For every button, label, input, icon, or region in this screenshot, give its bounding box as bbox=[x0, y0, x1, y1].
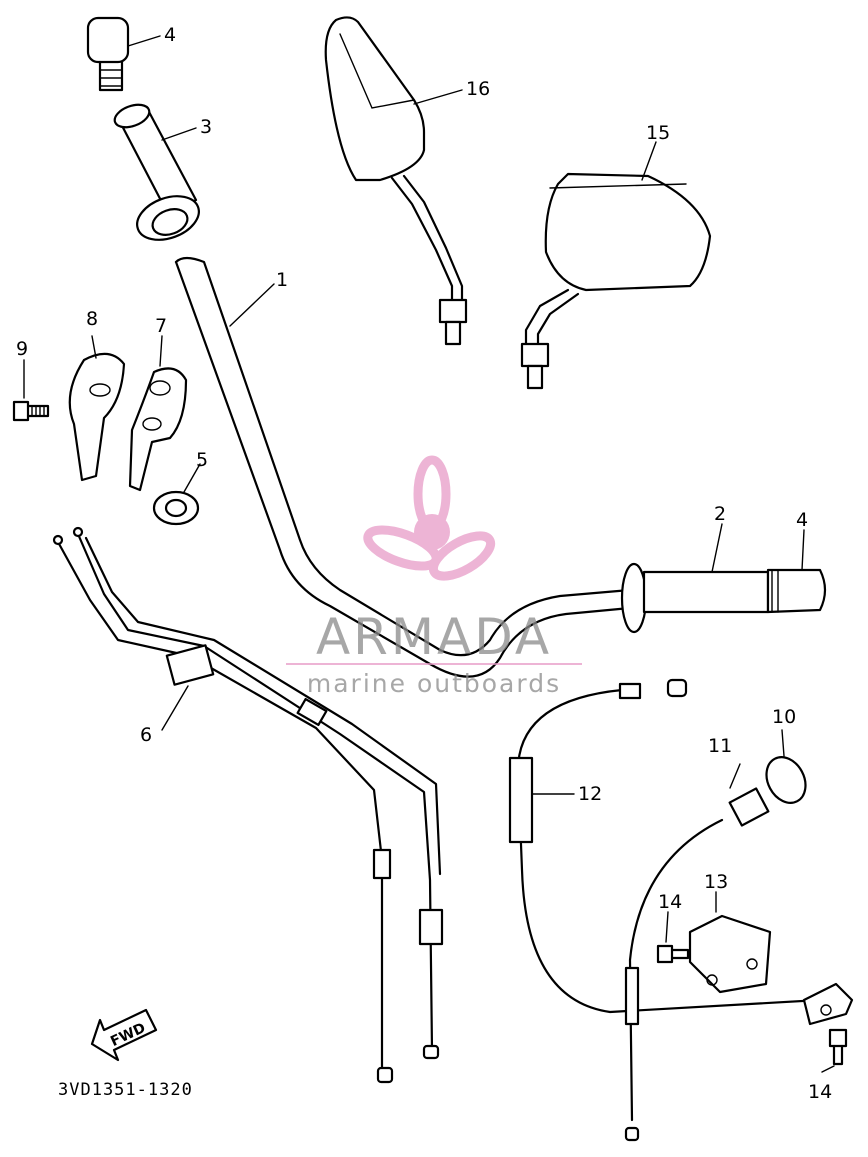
part-3-throttle-grip bbox=[113, 103, 200, 241]
callout-7: 7 bbox=[155, 315, 167, 337]
forward-direction-arrow: FWD bbox=[90, 1008, 158, 1062]
callout-13: 13 bbox=[704, 871, 728, 893]
part-14-bolt-left bbox=[656, 944, 690, 964]
part-4-grip-end-right bbox=[766, 568, 827, 614]
callout-10: 10 bbox=[772, 706, 796, 728]
callout-9: 9 bbox=[16, 338, 28, 360]
callout-6: 6 bbox=[140, 724, 152, 746]
part-14-bolt-right bbox=[828, 1028, 848, 1066]
part-7-switch-housing bbox=[128, 367, 188, 492]
callout-4-right: 4 bbox=[796, 509, 808, 531]
part-15-mirror-right bbox=[520, 172, 712, 390]
callout-14-right: 14 bbox=[808, 1081, 832, 1103]
watermark: ARMADA marine outboards bbox=[286, 455, 582, 698]
part-8-switch-housing bbox=[68, 335, 126, 482]
part-13-bracket bbox=[688, 914, 772, 994]
callout-1: 1 bbox=[276, 269, 288, 291]
callout-14-left: 14 bbox=[658, 891, 682, 913]
callout-11: 11 bbox=[708, 735, 732, 757]
part-11-choke-lever bbox=[624, 787, 770, 1142]
part-10-choke-knob bbox=[765, 756, 807, 804]
propeller-icon bbox=[363, 455, 496, 581]
callout-15: 15 bbox=[646, 122, 670, 144]
part-12-choke-cable bbox=[508, 678, 822, 1014]
part-6-throttle-cables bbox=[52, 526, 444, 1084]
mounting-bracket bbox=[802, 982, 854, 1026]
callout-3: 3 bbox=[200, 116, 212, 138]
watermark-title: ARMADA bbox=[316, 608, 552, 666]
part-1-handlebar bbox=[174, 256, 632, 678]
part-4-grip-end bbox=[86, 16, 130, 92]
callout-8: 8 bbox=[86, 308, 98, 330]
callout-4-top: 4 bbox=[164, 24, 176, 46]
diagram-code: 3VD1351-1320 bbox=[58, 1080, 193, 1100]
watermark-subtitle: marine outboards bbox=[307, 669, 561, 698]
part-5-collar bbox=[152, 490, 200, 526]
part-16-mirror-left bbox=[324, 16, 468, 346]
callout-5: 5 bbox=[196, 449, 208, 471]
part-2-grip bbox=[620, 562, 770, 634]
part-9-screw bbox=[12, 400, 50, 422]
callout-12: 12 bbox=[578, 783, 602, 805]
callout-16: 16 bbox=[466, 78, 490, 100]
callout-2: 2 bbox=[714, 503, 726, 525]
